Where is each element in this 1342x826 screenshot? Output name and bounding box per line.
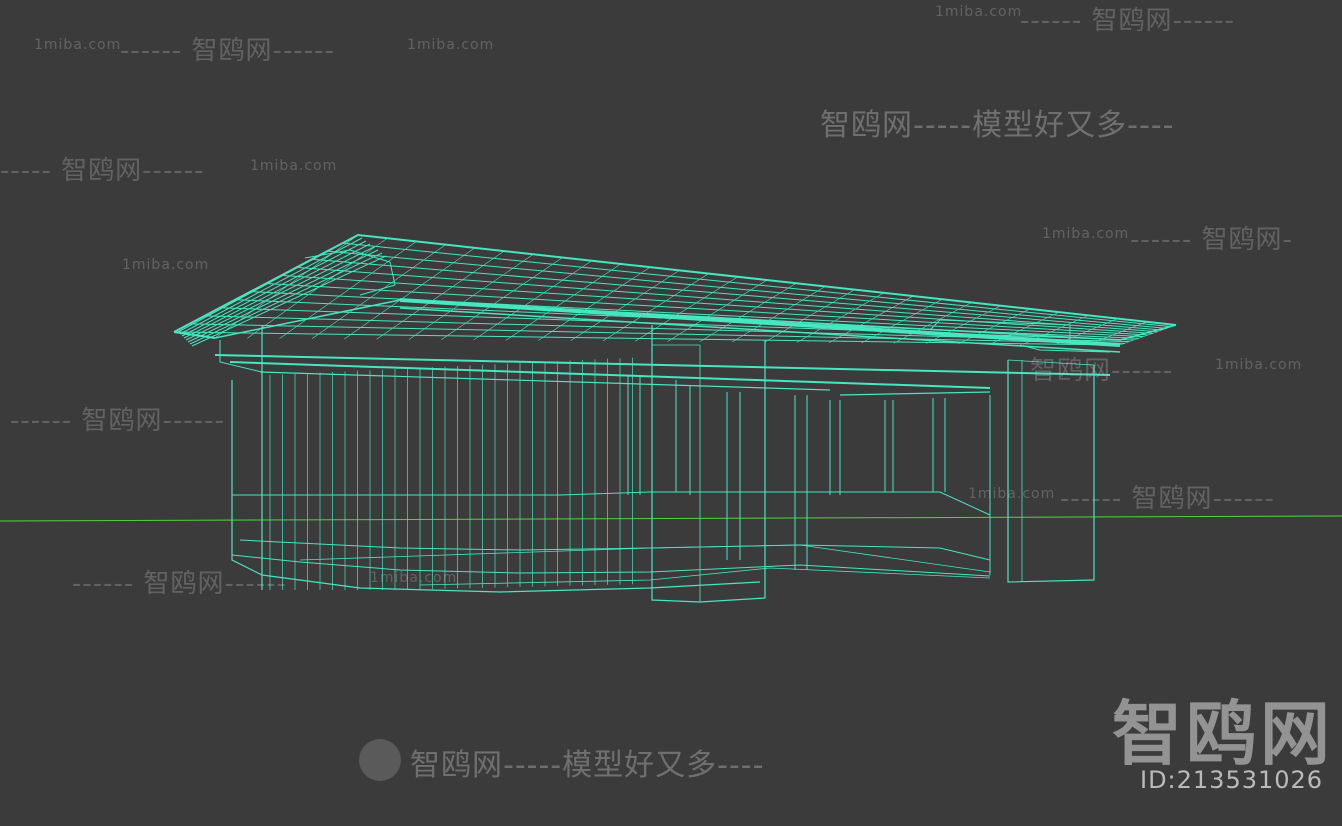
building-wireframe [173,233,1177,603]
wire-edge [296,266,1158,333]
wire-edge [731,286,826,343]
wire-edge [699,282,797,343]
wire-edge [232,491,991,516]
wire-edge [570,270,680,342]
wire-edge [839,391,991,396]
wire-edge [1007,359,1095,366]
wire-edge [1119,324,1177,346]
wire-edge [1007,360,1095,583]
wire-edge [214,234,359,339]
wire-edge [399,307,1121,353]
wire-edge [239,539,991,561]
wire-edge [311,258,1163,331]
wire-edge [408,254,534,340]
wire-edge [189,252,383,345]
wire-edge [473,260,592,341]
wire-edge [667,279,768,342]
wire-edge [299,544,991,573]
wire-edge [893,302,972,344]
wire-edge [929,319,1071,345]
wire-edge [214,354,1111,376]
wire-edge [187,249,379,343]
wire-edge [327,250,1167,329]
wire-edge [247,237,388,339]
wire-edge [342,242,1172,328]
wire-edge [231,380,761,593]
wire-edge [265,283,1149,336]
bird-logo-icon [359,739,401,781]
ground-line [0,515,1342,522]
wire-edge [376,250,505,340]
wire-edge [183,243,371,339]
wire-edge [399,298,1121,347]
wire-edge [796,292,885,343]
wire-edge [635,276,738,342]
wire-edge [1019,344,1111,353]
wire-edge [181,240,367,337]
wire-edge [505,263,622,341]
wire-edge [925,305,1001,344]
wire-edge [602,273,709,342]
wire-edge [861,299,943,344]
wire-edge [311,244,446,339]
wire-edge [219,340,263,373]
wire-edge [279,241,417,339]
wire-edge [958,308,1031,345]
wire-edge [764,289,855,343]
wire-edge [229,361,991,389]
wire-edge [419,567,991,586]
wire-edge [304,249,396,296]
wire-edge [250,291,1144,338]
wire-edge [441,257,563,340]
wire-edge [344,247,476,340]
wire-edge [1087,321,1147,346]
wire-edge [281,274,1153,334]
wire-edge [189,323,1125,344]
wire-edge [538,266,651,341]
